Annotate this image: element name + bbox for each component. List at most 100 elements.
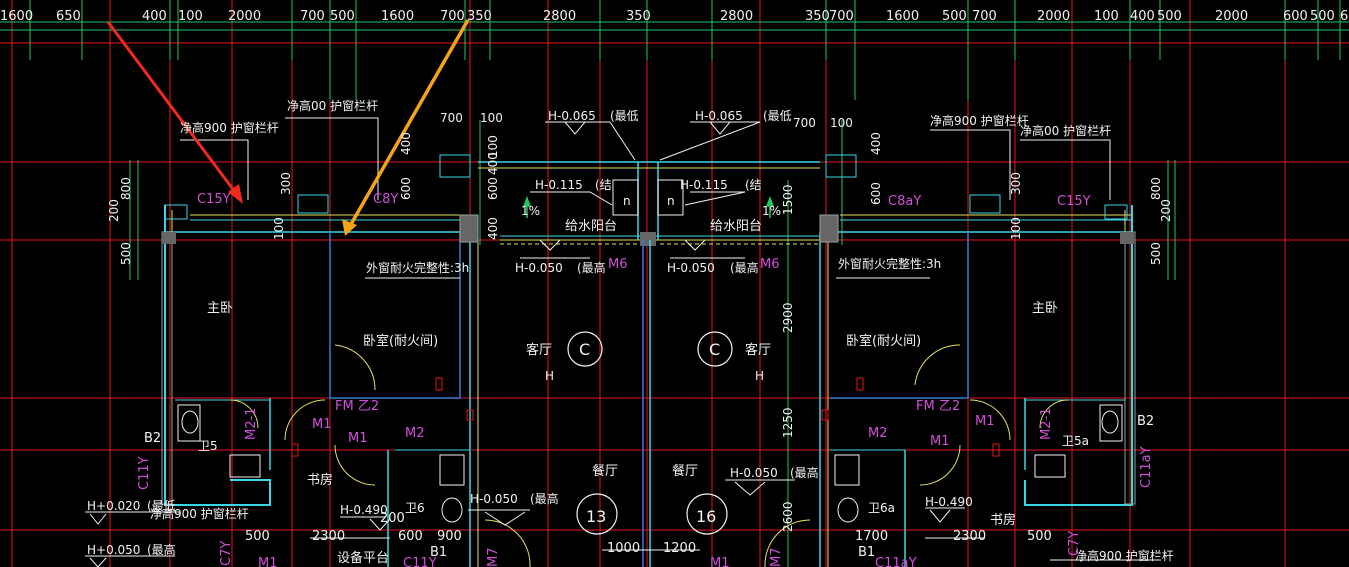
element-tag: M6 — [608, 257, 628, 272]
elevation-mark: H+0.050 — [87, 543, 140, 557]
fixture-label: n — [623, 194, 631, 208]
element-tag: C11aY — [875, 556, 917, 567]
dimension-label-vertical: 400 — [486, 217, 500, 240]
axis-circle-label: 16 — [696, 507, 716, 526]
element-tag: C8Y — [373, 192, 398, 207]
axis-circle-label: C — [579, 340, 590, 359]
dimension-label-vertical: 800 — [1149, 177, 1163, 200]
dimension-label-vertical: 2900 — [781, 302, 795, 333]
dimension-label: 400 — [1130, 9, 1155, 24]
dimension-label: 700 — [829, 9, 854, 24]
dimension-label: 2000 — [228, 9, 261, 24]
element-tag: M1 — [258, 556, 278, 567]
fixture-label: n — [667, 194, 675, 208]
dimension-label: 700 — [300, 9, 325, 24]
window-note: 净高900 护窗栏杆 — [1075, 548, 1174, 563]
elevation-mark: H+0.020 — [87, 499, 140, 513]
element-tag: M2-1 — [1039, 408, 1054, 440]
fixture-label: 卫5a — [1062, 434, 1089, 448]
fixture-label: H — [545, 369, 554, 383]
dimension-label-vertical: 800 — [119, 177, 133, 200]
room-label: 餐厅 — [592, 463, 618, 479]
axis-circles — [567, 331, 733, 535]
sanitary-fixtures — [177, 179, 1123, 523]
elevation-mark: H-0.050 — [730, 466, 778, 480]
elevation-mark: (最低 — [147, 499, 176, 513]
room-label: 给水阳台 — [710, 219, 762, 234]
dimension-label-vertical: 500 — [1149, 242, 1163, 265]
elevation-mark: (最高 — [730, 260, 759, 275]
dimension-label: 200 — [380, 511, 405, 526]
fixture-label: 卫6 — [405, 501, 425, 515]
window-note: 净高00 护窗栏杆 — [1020, 123, 1111, 138]
element-tag: M1 — [975, 414, 995, 429]
element-tag: M2 — [868, 426, 888, 441]
room-label: 餐厅 — [672, 463, 698, 479]
fixture-label: 卫5 — [198, 439, 218, 453]
room-label: 主卧 — [1032, 301, 1058, 316]
dimension-label-vertical: 400 — [486, 152, 500, 175]
elevation-mark: (最高 — [790, 465, 819, 480]
element-tag: M1 — [710, 556, 730, 567]
annotation-arrow-orange — [342, 19, 470, 236]
fixture-label: 1% — [762, 204, 781, 218]
dimension-label-vertical: 600 — [399, 177, 413, 200]
room-label: 卧室(耐火间) — [363, 333, 438, 349]
elevation-mark: H-0.050 — [470, 492, 518, 506]
dimension-label: 1000 — [607, 541, 640, 556]
elevation-mark: (结 — [595, 178, 612, 192]
axis-circle-label: C — [709, 340, 720, 359]
dimension-label: 100 — [830, 116, 853, 130]
dimension-label: 650 — [56, 9, 81, 24]
dimension-label-vertical: 400 — [399, 132, 413, 155]
element-tag: M6 — [760, 257, 780, 272]
room-label: 客厅 — [526, 342, 552, 358]
dimension-label: 2300 — [953, 529, 986, 544]
dimension-label: 350 — [626, 9, 651, 24]
elevation-mark: H-0.065 — [695, 109, 743, 123]
dimension-label: 2300 — [312, 529, 345, 544]
room-label: 卧室(耐火间) — [846, 333, 921, 349]
element-tag: FM 乙2 — [335, 399, 379, 414]
element-tag: FM 乙2 — [916, 399, 960, 414]
room-label: 设备平台 — [337, 550, 389, 566]
element-tag: C11aY — [1139, 446, 1154, 488]
window-note: 净高00 护窗栏杆 — [287, 98, 378, 113]
element-tag: M2 — [405, 426, 425, 441]
room-label: 主卧 — [207, 301, 233, 316]
window-note: 外窗耐火完整性:3h — [838, 256, 941, 271]
elevation-mark: H-0.115 — [680, 178, 728, 192]
dimension-label-vertical: 100 — [486, 135, 500, 158]
dimension-label: 500 — [1027, 529, 1052, 544]
dimension-label-vertical: 500 — [119, 242, 133, 265]
window-note: 净高900 护窗栏杆 — [150, 506, 249, 521]
element-tag: B1 — [430, 545, 447, 560]
dimension-label-vertical: 400 — [869, 132, 883, 155]
room-label: 书房 — [307, 472, 333, 488]
elevation-mark: H-0.115 — [535, 178, 583, 192]
annotation-arrow-red — [106, 21, 243, 204]
dimension-label: 700 — [972, 9, 997, 24]
dimension-label: 500 — [1310, 9, 1335, 24]
element-tag: C15Y — [197, 192, 231, 207]
dimension-label-vertical: 1500 — [781, 184, 795, 215]
elevation-mark: H-0.065 — [548, 109, 596, 123]
element-tag: C7Y — [219, 541, 234, 566]
element-tag: M2-1 — [244, 408, 259, 440]
element-tag: C15Y — [1057, 194, 1091, 209]
dimension-label: 500 — [330, 9, 355, 24]
dimension-label: 500 — [1157, 9, 1182, 24]
dimension-label: 2000 — [1037, 9, 1070, 24]
dimension-label: 6 — [1340, 9, 1348, 24]
dimension-label-vertical: 200 — [1159, 199, 1173, 222]
dimension-label-vertical: 300 — [1009, 172, 1023, 195]
fixture-label: 卫6a — [868, 501, 895, 515]
element-tag: B1 — [858, 545, 875, 560]
door-swings — [229, 344, 1069, 567]
element-tag: C8aY — [888, 194, 921, 209]
window-note: 净高900 护窗栏杆 — [180, 120, 279, 135]
